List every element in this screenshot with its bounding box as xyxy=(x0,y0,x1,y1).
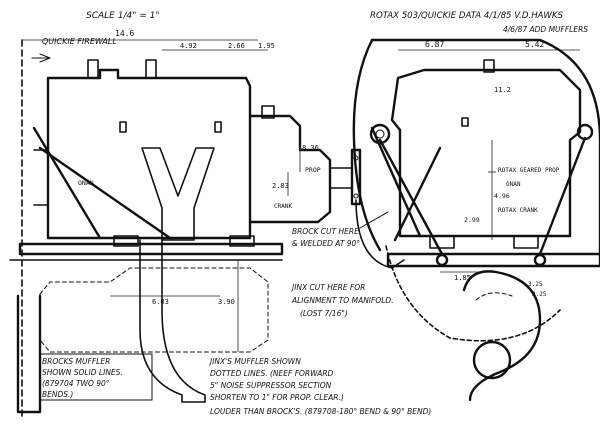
right-mount-rail: 1.85 3.25 2.25 xyxy=(386,235,600,298)
jinx-line-2: DOTTED LINES. (NEEF FORWARD xyxy=(210,369,334,378)
jinx-cut-line-2: ALIGNMENT TO MANIFOLD. xyxy=(291,296,394,305)
brock-cut-line-1: BROCK CUT HERE xyxy=(292,227,359,236)
jinx-muffler-left xyxy=(39,267,269,353)
right-engine-block xyxy=(369,59,594,238)
jinx-cut-line-1: JINX CUT HERE FOR xyxy=(290,283,365,292)
brocks-line-2: SHOWN SOLID LINES. xyxy=(42,368,123,377)
dim-1-85: 1.85 xyxy=(454,274,471,282)
scale-label: SCALE 1/4" = 1" xyxy=(86,11,159,21)
dim-4-92: 4.92 xyxy=(180,42,197,50)
dim-5-42: 5.42 xyxy=(525,40,544,49)
right-mount-struts xyxy=(355,126,587,269)
firewall-text: QUICKIE FIREWALL xyxy=(42,37,117,46)
dim-2-25: 2.25 xyxy=(532,291,547,298)
dim-8-36: 8.36 xyxy=(302,144,319,152)
jinx-line-3: 5" NOISE SUPPRESSOR SECTION xyxy=(210,381,332,390)
dim-4-96: 4.96 xyxy=(494,192,510,200)
dim-14-6: 14.6 xyxy=(115,29,134,38)
left-onan-label: ONAN xyxy=(78,179,94,187)
firewall-label: QUICKIE FIREWALL xyxy=(31,37,117,63)
brocks-line-3: (879704 TWO 90° xyxy=(42,379,110,388)
dim-2-83: 2.83 xyxy=(272,182,289,190)
brocks-muffler-note: BROCKS MUFFLER SHOWN SOLID LINES. (87970… xyxy=(39,353,153,401)
brock-cut-note: BROCK CUT HERE & WELDED AT 90° xyxy=(292,211,389,248)
dim-3-25: 3.25 xyxy=(528,281,543,288)
jinx-line-4: SHORTEN TO 1" FOR PROP. CLEAR.) xyxy=(210,393,344,402)
rotax-geared-prop-label: ROTAX GEARED PROP xyxy=(498,167,560,174)
jinx-cut-note: JINX CUT HERE FOR ALIGNMENT TO MANIFOLD.… xyxy=(290,283,394,318)
left-view: QUICKIE FIREWALL 14.6 4.92 2.66 1.95 xyxy=(9,29,362,421)
drawing-title: ROTAX 503/QUICKIE DATA 4/1/85 V.D.HAWKS xyxy=(370,11,564,21)
brock-cut-line-2: & WELDED AT 90° xyxy=(292,239,360,248)
jinx-line-1: JINX'S MUFFLER SHOWN xyxy=(208,357,301,366)
left-mount-rail xyxy=(9,235,284,261)
dim-2-66: 2.66 xyxy=(228,42,245,50)
dim-1-95: 1.95 xyxy=(258,42,275,50)
left-engine-block xyxy=(32,59,332,241)
jinx-line-5: LOUDER THAN BROCK'S. (879708-180° BEND &… xyxy=(210,407,431,416)
dim-6-87: 6.87 xyxy=(425,40,444,49)
dim-2-99: 2.99 xyxy=(464,216,480,224)
jinx-cut-line-3: (LOST 7/16") xyxy=(300,309,348,318)
revision-note: 4/6/87 ADD MUFFLERS xyxy=(503,25,588,34)
prop-label: PROP xyxy=(305,166,321,174)
right-muffler xyxy=(462,270,542,402)
crank-label: CRANK xyxy=(274,203,292,210)
dim-11-2: 11.2 xyxy=(494,86,511,94)
dim-3-90: 3.90 xyxy=(218,298,235,306)
brocks-line-4: BENDS.) xyxy=(42,390,73,399)
brocks-line-1: BROCKS MUFFLER xyxy=(42,357,110,366)
jinx-muffler-note: JINX'S MUFFLER SHOWN DOTTED LINES. (NEEF… xyxy=(208,357,431,416)
rotax-crank-label: ROTAX CRANK xyxy=(498,207,538,214)
right-onan-label: ONAN xyxy=(506,181,521,188)
left-prop-flange: 8.36 PROP 2.83 CRANK ONAN xyxy=(78,144,362,210)
right-view: 6.87 5.42 11.2 ROTAX GEARED PROP ONAN RO… xyxy=(352,38,600,402)
top-dimension: 14.6 4.92 2.66 1.95 xyxy=(22,29,275,51)
dim-6-03: 6.03 xyxy=(152,298,169,306)
